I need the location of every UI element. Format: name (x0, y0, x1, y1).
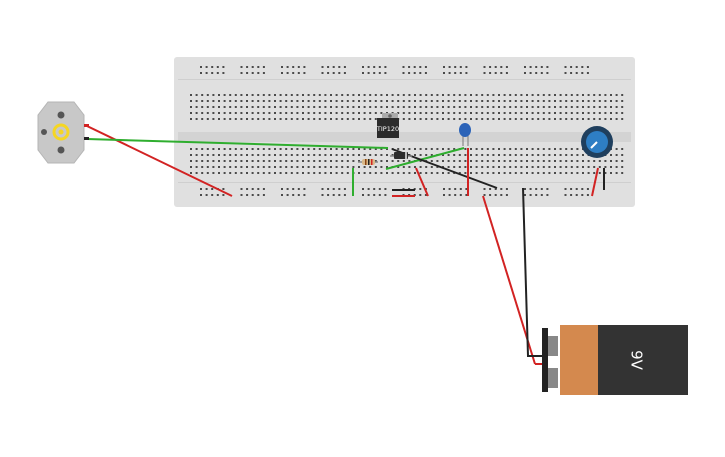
potentiometer[interactable] (581, 126, 613, 158)
red-wire-pot[interactable] (591, 167, 599, 197)
battery-label: 9V (628, 350, 646, 371)
transistor-label: TIP120 (376, 125, 399, 133)
battery-9v[interactable]: 9V (542, 325, 688, 395)
breadboard[interactable] (174, 57, 635, 207)
resistor[interactable] (358, 159, 378, 165)
green-wire-motor[interactable] (86, 138, 389, 149)
transistor-tip120[interactable]: TIP120 (376, 113, 399, 138)
pot-knob-indicator (590, 141, 598, 149)
motor-shaft-icon (52, 123, 70, 141)
green-wire-base[interactable] (385, 147, 465, 170)
black-wire-battery[interactable] (522, 187, 545, 357)
capacitor[interactable] (459, 123, 471, 146)
red-wire-battery[interactable] (482, 195, 536, 365)
red-wire-motor[interactable] (86, 125, 233, 197)
breadboard-holes (190, 66, 624, 196)
dc-motor[interactable] (37, 101, 89, 164)
diode[interactable] (390, 152, 412, 159)
red-jumper-diag[interactable] (415, 167, 429, 197)
